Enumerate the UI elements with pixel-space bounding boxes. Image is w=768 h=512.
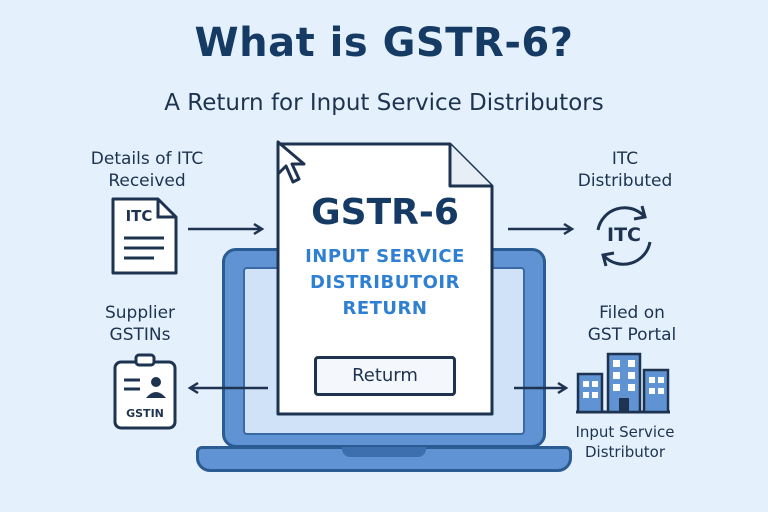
gstr6-document: GSTR-6 INPUT SERVICE DISTRIBUTOIR RETURN… [274, 140, 496, 418]
return-button[interactable]: Returm [314, 356, 456, 396]
cycle-arrows-icon [596, 205, 652, 267]
gst-portal-label-line2: GST Portal [587, 325, 677, 345]
arrow-right-icon [514, 381, 569, 395]
building-icon [576, 352, 670, 414]
document-line-1: INPUT SERVICE [305, 246, 465, 267]
cursor-icon [276, 140, 306, 184]
id-card-icon-text: GSTIN [126, 407, 164, 420]
itc-distributed-label-line2: Distributed [577, 171, 673, 191]
supplier-gstins-label: Supplier GSTINs [80, 302, 200, 346]
supplier-gstins-label-line1: Supplier [104, 303, 176, 323]
document-title: GSTR-6 [311, 192, 459, 233]
itc-received-label-line2: Received [108, 171, 186, 191]
document-sheet [276, 142, 494, 416]
id-card-icon [113, 353, 177, 430]
gst-portal-label-line1: Filed on [599, 303, 665, 323]
arrow-right-icon [508, 222, 575, 236]
isd-caption-line1: Input Service [575, 423, 675, 441]
gst-portal-label: Filed on GST Portal [562, 302, 702, 346]
document-icon [111, 197, 178, 275]
isd-caption: Input Service Distributor [560, 422, 690, 462]
page-subtitle: A Return for Input Service Distributors [164, 90, 604, 116]
document-line-3: RETURN [342, 298, 428, 319]
arrow-left-icon [187, 381, 268, 395]
arrow-right-icon [188, 222, 265, 236]
cycle-icon-text: ITC [607, 224, 641, 246]
document-line-2: DISTRIBUTOIR [310, 272, 460, 293]
supplier-gstins-label-line2: GSTINs [109, 325, 171, 345]
laptop-notch [342, 447, 426, 457]
isd-caption-line2: Distributor [584, 443, 665, 461]
document-icon-text: ITC [125, 207, 153, 225]
itc-received-label-line1: Details of ITC [90, 149, 204, 169]
itc-distributed-label-line1: ITC [611, 149, 639, 169]
page-title: What is GSTR-6? [194, 20, 574, 66]
itc-received-label: Details of ITC Received [62, 148, 232, 192]
itc-distributed-label: ITC Distributed [570, 148, 680, 192]
